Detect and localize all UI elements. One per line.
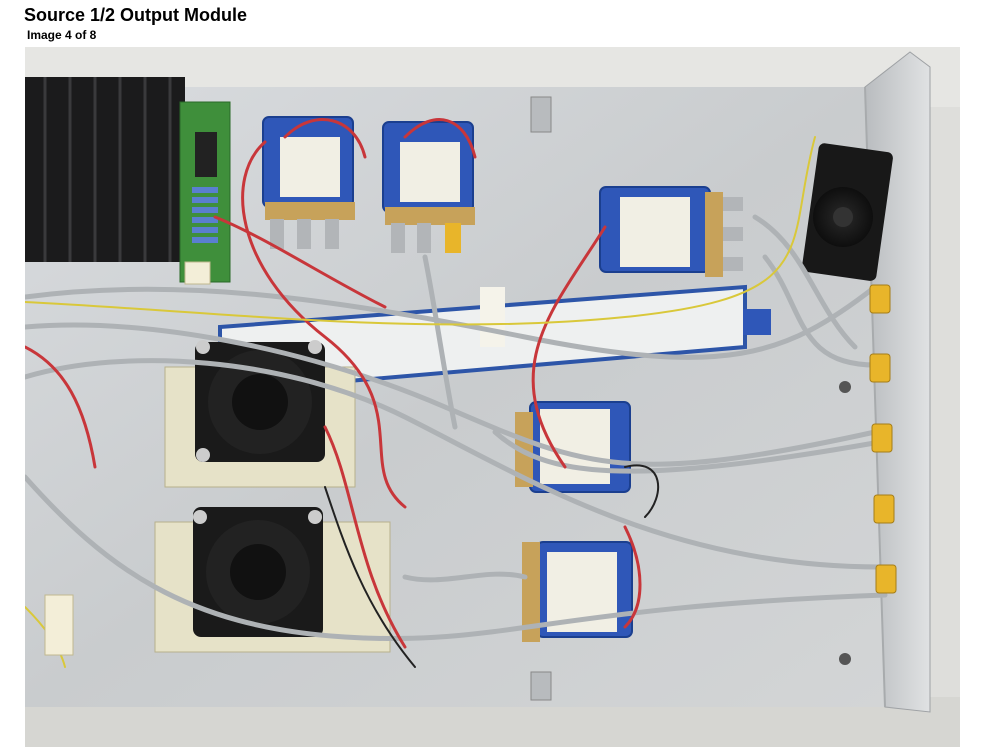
heatsink <box>25 77 185 262</box>
rf-switch-5 <box>522 541 633 642</box>
rf-switch-1 <box>262 116 355 249</box>
cooling-fan-small <box>802 143 893 281</box>
mount-screw <box>839 381 851 393</box>
sma-connectors <box>869 284 897 594</box>
mount-screw <box>839 653 851 665</box>
image-counter: Image 4 of 8 <box>27 28 97 42</box>
power-pcb <box>179 101 231 283</box>
rf-switch-4 <box>515 401 631 493</box>
module-photo <box>25 47 960 747</box>
rf-switch-2 <box>382 121 475 253</box>
page-title: Source 1/2 Output Module <box>24 5 248 25</box>
rf-switch-3 <box>599 186 743 277</box>
